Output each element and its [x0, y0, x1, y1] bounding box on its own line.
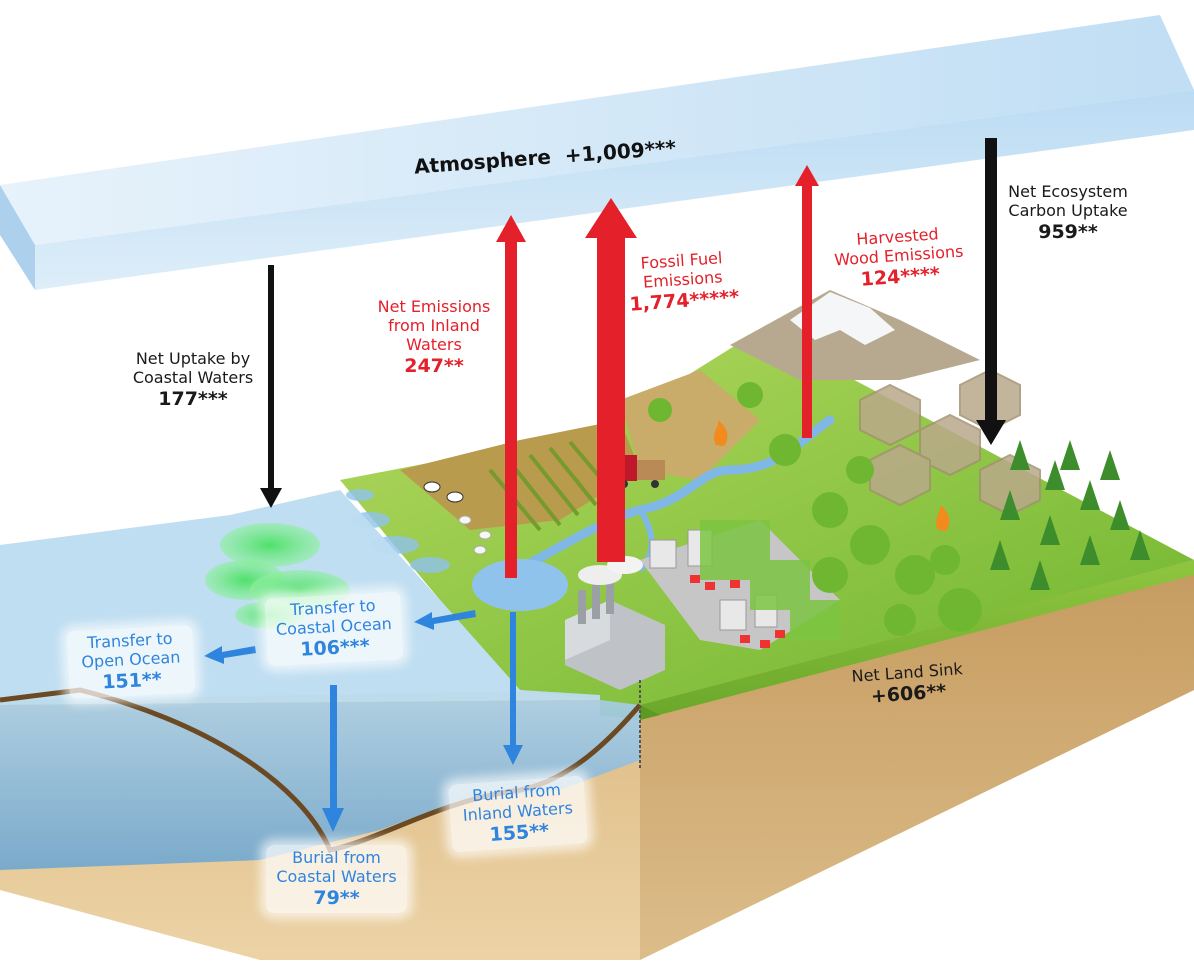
- ecosystem-uptake-label: Net Ecosystem Carbon Uptake 959**: [1008, 182, 1128, 243]
- mountain-icon: [730, 290, 980, 380]
- inland-burial-arrow: [503, 612, 523, 765]
- cow-icon: [423, 481, 464, 503]
- fossil-fuel-label: Fossil Fuel Emissions 1,774*****: [628, 248, 740, 316]
- factory-icon: [565, 556, 665, 690]
- coastal-burial-arrow: [322, 685, 344, 832]
- inland-lake: [472, 559, 568, 611]
- ocean-front: [0, 700, 640, 870]
- atmosphere-front: [35, 90, 1194, 290]
- fire-icon: [714, 420, 950, 531]
- atmosphere-top: [0, 15, 1194, 245]
- sea-floor: [0, 687, 642, 853]
- inland-burial-label: Burial from Inland Waters 155**: [447, 775, 589, 853]
- inland-emissions-label: Net Emissions from Inland Waters 247**: [377, 297, 491, 377]
- tree-icon: [648, 382, 1150, 640]
- coastal-burial-label: Burial from Coastal Waters 79**: [266, 845, 407, 914]
- transfer-open-arrow: [204, 646, 256, 664]
- transfer-coastal-arrow: [414, 610, 476, 630]
- soil-right-side: [640, 560, 1194, 960]
- inland-emissions-arrow: [496, 215, 526, 578]
- coastal-uptake-label: Net Uptake by Coastal Waters 177***: [132, 349, 254, 410]
- coastal-transfer-label: Transfer to Coastal Ocean 106***: [264, 591, 404, 667]
- harvested-wood-label: Harvested Wood Emissions 124****: [833, 224, 964, 291]
- dry-field: [620, 370, 760, 480]
- coastal-uptake-arrow: [260, 265, 282, 508]
- fossil-fuel-arrow: [585, 198, 637, 562]
- atmosphere-end: [0, 185, 35, 290]
- grass-edge: [600, 560, 1194, 720]
- open-transfer-label: Transfer to Open Ocean 151**: [66, 624, 196, 700]
- sheep-icon: [458, 515, 492, 555]
- ecosystem-uptake-arrow: [976, 138, 1006, 445]
- harvested-wood-arrow: [795, 165, 819, 438]
